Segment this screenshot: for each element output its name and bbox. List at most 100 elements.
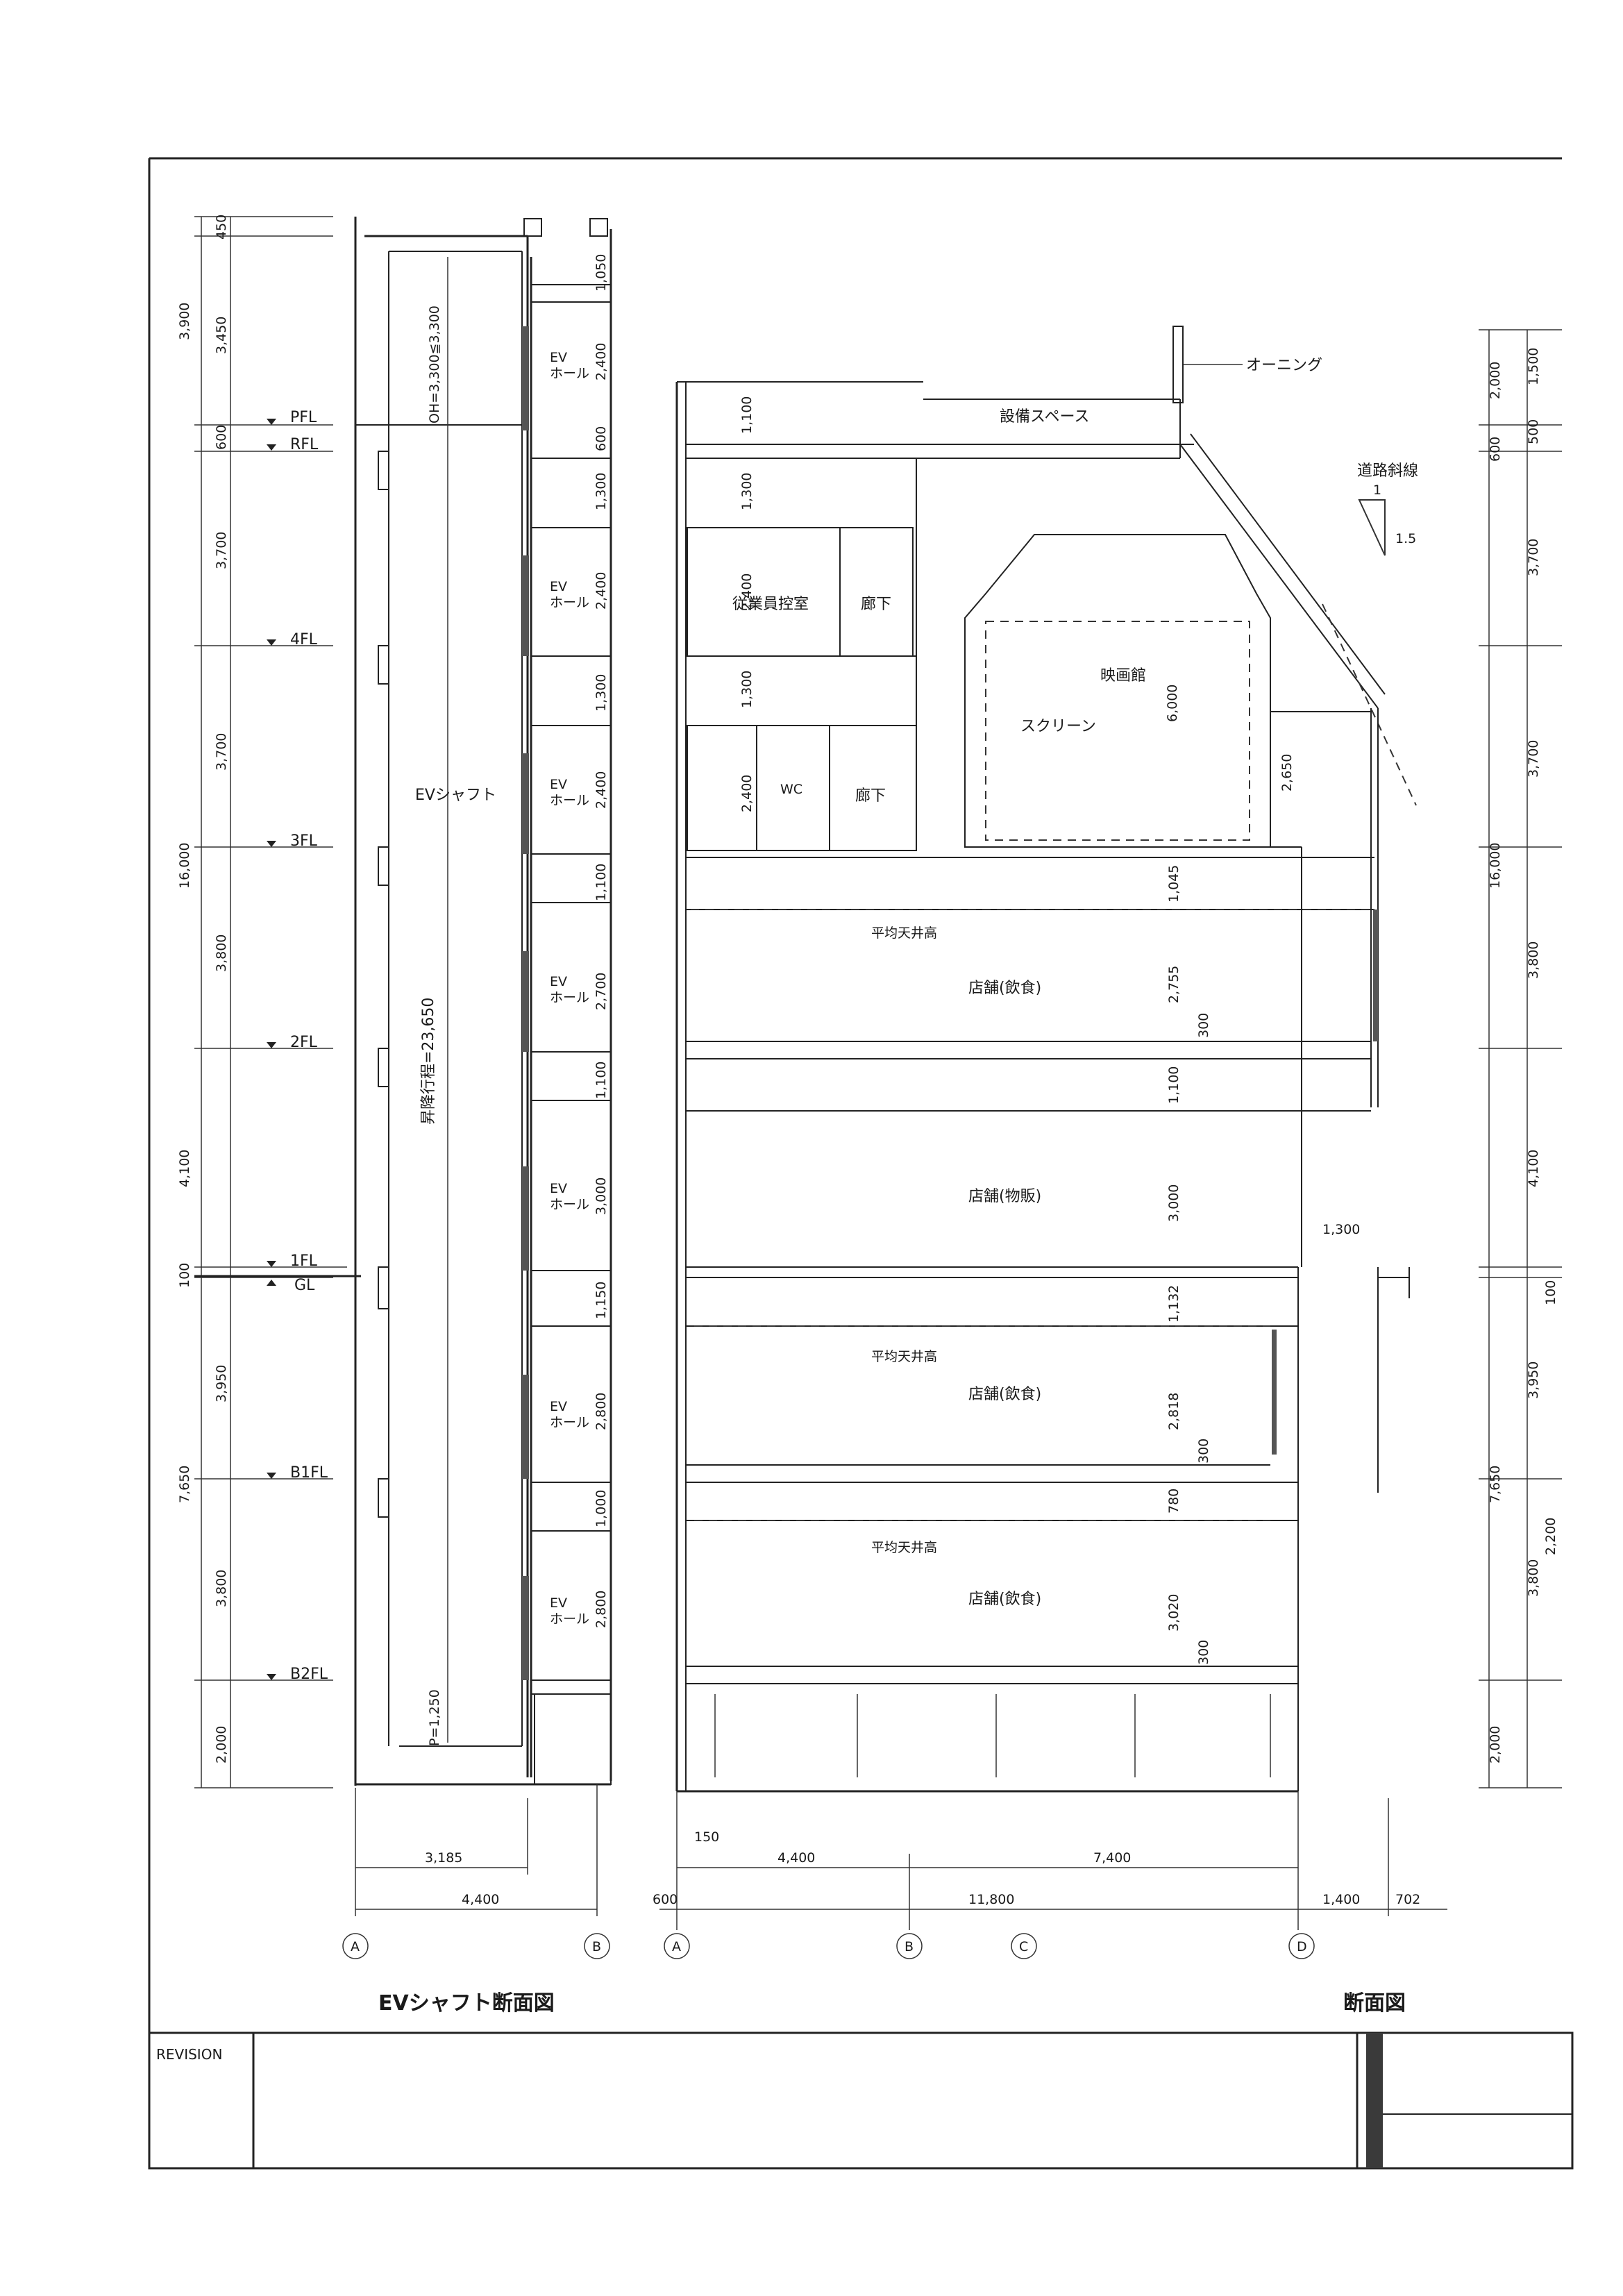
ev-dim-3800a: 3,800 <box>214 935 229 972</box>
ev-dim-3450: 3,450 <box>214 317 229 354</box>
level-pfl: PFL <box>290 409 317 426</box>
level-1fl: 1FL <box>290 1252 318 1270</box>
shop-food-2f: 店舗(飲食) <box>968 980 1041 997</box>
ev-rdim-13: 2,800 <box>594 1393 609 1430</box>
ev-shaft-section <box>194 216 612 1959</box>
sec-dim-a1100: 1,100 <box>739 396 755 434</box>
ev-rdim-10: 1,100 <box>594 1062 609 1099</box>
sec-dim-d1045: 1,045 <box>1166 865 1181 903</box>
sec-dim-d1100: 1,100 <box>1166 1066 1181 1104</box>
ev-hall-4-top: EV <box>550 974 567 989</box>
sec-bdim-600: 600 <box>653 1892 678 1907</box>
sec-bdim-4400: 4,400 <box>777 1850 815 1866</box>
sec-dim-c6000: 6,000 <box>1165 685 1180 722</box>
shop-retail-1f: 店舗(物販) <box>968 1188 1041 1205</box>
ev-dim-total-bottom: 7,650 <box>177 1466 192 1503</box>
equipment-space-label: 設備スペース <box>1000 408 1089 426</box>
slope-15-label: 1.5 <box>1395 531 1416 546</box>
ev-dim-100: 100 <box>177 1263 192 1288</box>
sec-bdim-150: 150 <box>694 1829 719 1845</box>
ev-hall-4-bottom: ホール <box>550 990 589 1005</box>
ev-hall-2-top: EV <box>550 579 567 594</box>
sec-dim-d2818: 2,818 <box>1166 1393 1181 1430</box>
sec-rdim-100: 100 <box>1543 1280 1558 1305</box>
sec-dim-d300b: 300 <box>1196 1439 1211 1464</box>
sec-grid-b: B <box>905 1939 914 1954</box>
sec-dim-c2650: 2,650 <box>1279 754 1295 791</box>
oh-label: OH=3,300≦3,300 <box>427 305 442 424</box>
ev-hall-1-top: EV <box>550 350 567 365</box>
ev-hall-3-bottom: ホール <box>550 793 589 808</box>
ev-rdim-14: 1,000 <box>594 1490 609 1527</box>
sec-rdim-500: 500 <box>1526 419 1541 444</box>
sec-rdim-2000a: 2,000 <box>1488 362 1503 399</box>
sec-grid-a: A <box>672 1939 681 1954</box>
awning-label: オーニング <box>1246 357 1322 374</box>
ev-rdim-3: 600 <box>594 426 609 451</box>
level-rfl: RFL <box>290 436 319 453</box>
ev-rdim-7: 2,400 <box>594 771 609 809</box>
sec-rdim-600: 600 <box>1488 437 1503 462</box>
slope-1-label: 1 <box>1373 483 1381 498</box>
sheet-border <box>148 157 1574 2170</box>
level-b2fl: B2FL <box>290 1666 328 1683</box>
sec-rdim-3700b: 3,700 <box>1526 740 1541 778</box>
ev-rdim-4: 1,300 <box>594 473 609 510</box>
sec-bdim-1400: 1,400 <box>1322 1892 1360 1907</box>
shop-food-b2: 店舗(飲食) <box>968 1591 1041 1608</box>
ev-section-title: EVシャフト断面図 <box>378 1991 555 2016</box>
avg-ceiling-2f: 平均天井高 <box>871 925 937 941</box>
ev-dim-450: 450 <box>214 215 229 240</box>
ev-rdim-11: 3,000 <box>594 1178 609 1215</box>
sec-grid-c: C <box>1019 1939 1028 1954</box>
ev-rdim-12: 1,150 <box>594 1282 609 1319</box>
travel-label: 昇降行程=23,650 <box>420 998 437 1125</box>
ev-hall-3-top: EV <box>550 777 567 792</box>
sec-dim-w1300: 1,300 <box>1322 1222 1360 1237</box>
ev-rdim-6: 1,300 <box>594 674 609 712</box>
screen-label: スクリーン <box>1020 718 1096 735</box>
avg-ceiling-b2: 平均天井高 <box>871 1540 937 1555</box>
ev-bottom-dim-outer: 4,400 <box>462 1892 499 1907</box>
ev-grid-a: A <box>351 1939 360 1954</box>
ev-hall-6-top: EV <box>550 1399 567 1414</box>
sec-rdim-1500: 1,500 <box>1526 348 1541 385</box>
ev-grid-b: B <box>592 1939 601 1954</box>
ev-hall-5-top: EV <box>550 1181 567 1196</box>
level-gl: GL <box>294 1277 315 1294</box>
level-markers <box>267 419 276 1680</box>
sec-rdim-total-bottom: 7,650 <box>1488 1466 1503 1503</box>
wc-label: WC <box>780 782 802 797</box>
ev-bottom-dim-inner: 3,185 <box>425 1850 462 1866</box>
sec-bdim-702: 702 <box>1395 1892 1420 1907</box>
ev-dim-3700b: 3,700 <box>214 733 229 771</box>
corridor-4f-label: 廊下 <box>861 596 891 613</box>
level-4fl: 4FL <box>290 631 318 648</box>
sec-bdim-7400: 7,400 <box>1093 1850 1131 1866</box>
sec-dim-d300a: 300 <box>1196 1013 1211 1038</box>
sec-dim-d300c: 300 <box>1196 1640 1211 1665</box>
sec-dim-d2755: 2,755 <box>1166 966 1181 1003</box>
corridor-3f-label: 廊下 <box>855 787 886 805</box>
ev-rdim-9: 2,700 <box>594 973 609 1010</box>
ev-dim-3800b: 3,800 <box>214 1570 229 1607</box>
section-title: 断面図 <box>1343 1991 1406 2016</box>
ev-hall-2-bottom: ホール <box>550 595 589 610</box>
ev-hall-1-bottom: ホール <box>550 366 589 381</box>
sec-rdim-2000b: 2,000 <box>1488 1726 1503 1763</box>
sec-rdim-3950: 3,950 <box>1526 1361 1541 1399</box>
sec-rdim-3800b: 3,800 <box>1526 1559 1541 1597</box>
ev-dim-3950: 3,950 <box>214 1365 229 1402</box>
ev-dim-600: 600 <box>214 425 229 450</box>
ev-rdim-2: 2,400 <box>594 343 609 380</box>
sec-rdim-total-top: 16,000 <box>1488 843 1503 889</box>
level-2fl: 2FL <box>290 1034 318 1051</box>
sec-dim-d1132: 1,132 <box>1166 1285 1181 1323</box>
ev-hall-7-bottom: ホール <box>550 1611 589 1627</box>
sec-dim-d3000: 3,000 <box>1166 1184 1181 1222</box>
sec-rdim-3700a: 3,700 <box>1526 539 1541 576</box>
ev-hall-5-bottom: ホール <box>550 1197 589 1212</box>
sec-dim-d780: 780 <box>1166 1489 1181 1514</box>
sec-bdim-11800: 11,800 <box>968 1892 1014 1907</box>
